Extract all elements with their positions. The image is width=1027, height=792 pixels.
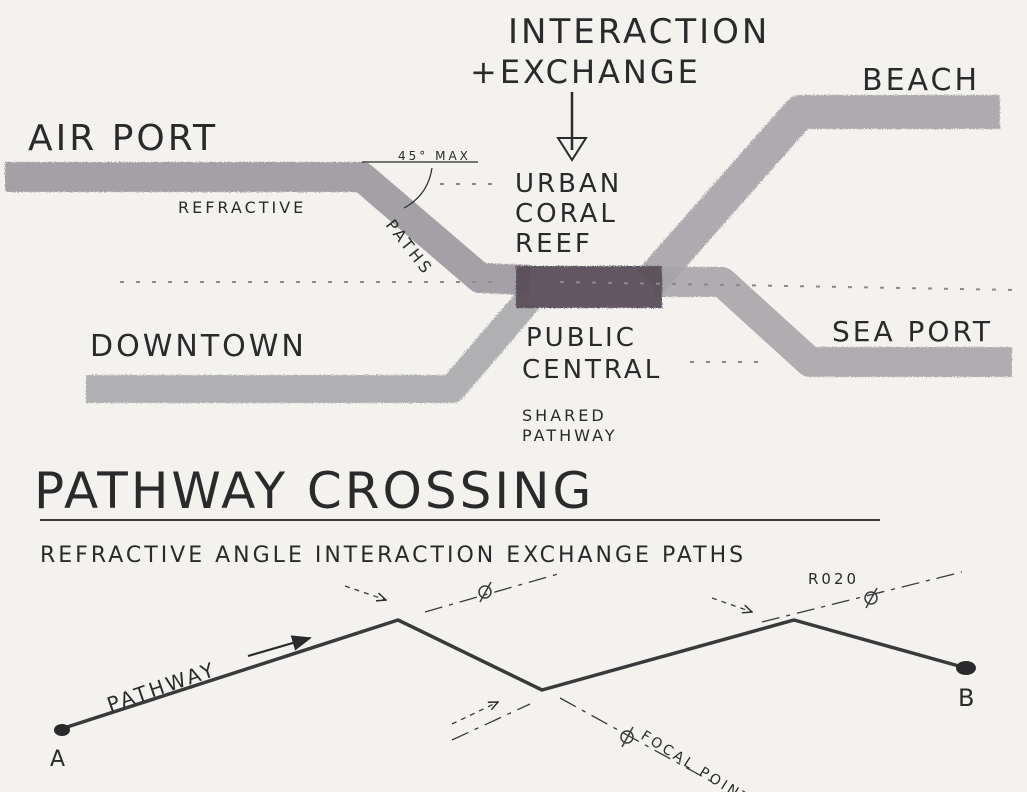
band-airport bbox=[5, 162, 531, 295]
section-title: PATHWAY CROSSING bbox=[34, 462, 594, 520]
downtown-label: DOWNTOWN bbox=[90, 329, 307, 364]
pathway-arrow-icon bbox=[247, 635, 312, 658]
air-port-label: AIR PORT bbox=[28, 118, 218, 159]
refractive-label: REFRACTIVE bbox=[178, 198, 306, 217]
dashed-guides bbox=[120, 183, 1016, 363]
reef-label-3: REEF bbox=[515, 229, 593, 259]
urban-coral-reef-block bbox=[516, 266, 662, 308]
band-beach bbox=[637, 95, 1000, 294]
public-label: PUBLIC bbox=[526, 323, 637, 353]
focal-point-label: FOCAL POINT bbox=[638, 728, 754, 792]
angle-note: 45° MAX bbox=[398, 149, 471, 163]
down-arrow-icon bbox=[556, 137, 588, 162]
band-group bbox=[5, 95, 1012, 403]
shared-label: SHARED bbox=[522, 406, 607, 425]
reef-label-1: URBAN bbox=[515, 169, 622, 199]
exchange-label: +EXCHANGE bbox=[470, 53, 701, 91]
signature: R020 bbox=[808, 570, 859, 588]
focal-lines bbox=[344, 571, 963, 785]
point-b-dot bbox=[956, 661, 976, 675]
beach-label: BEACH bbox=[862, 63, 980, 98]
focal-point-symbols bbox=[478, 581, 878, 748]
point-a-label: A bbox=[50, 747, 68, 772]
band-downtown bbox=[86, 290, 539, 403]
interaction-label: INTERACTION bbox=[508, 12, 770, 52]
central-label: CENTRAL bbox=[522, 355, 662, 385]
pathway-label: PATHWAY bbox=[522, 426, 618, 445]
band-seaport bbox=[655, 267, 1012, 377]
angle-arc bbox=[362, 161, 478, 209]
point-b-label: B bbox=[958, 684, 977, 712]
reef-label-2: CORAL bbox=[515, 199, 618, 229]
point-a-dot bbox=[54, 724, 70, 736]
pathway-word: PATHWAY bbox=[104, 657, 220, 717]
zigzag-pathway bbox=[63, 618, 967, 730]
section-subtitle: REFRACTIVE ANGLE INTERACTION EXCHANGE PA… bbox=[40, 543, 746, 568]
sea-port-label: SEA PORT bbox=[832, 315, 993, 348]
